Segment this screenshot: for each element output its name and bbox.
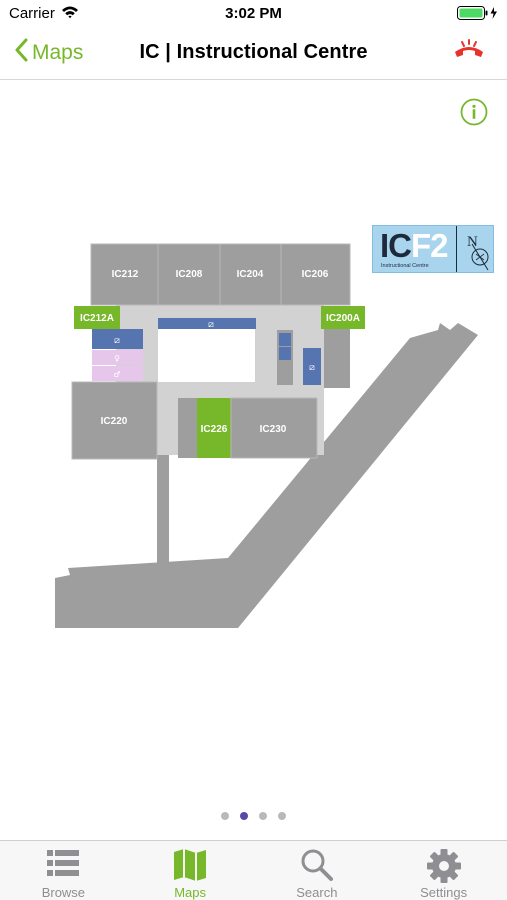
- elevator-icon: ⧄: [114, 336, 120, 346]
- carrier-label: Carrier: [9, 5, 55, 22]
- tab-search[interactable]: Search: [254, 841, 381, 900]
- tab-browse[interactable]: Browse: [0, 841, 127, 900]
- back-button[interactable]: Maps: [14, 36, 83, 70]
- wifi-icon: [61, 5, 79, 24]
- status-time: 3:02 PM: [225, 5, 282, 22]
- page-title: IC | Instructional Centre: [139, 41, 368, 63]
- gear-icon: [426, 848, 462, 889]
- room-label-ic208: IC208: [176, 269, 203, 280]
- tab-browse-label: Browse: [41, 885, 86, 900]
- east-block: [322, 328, 350, 388]
- room-ic212a[interactable]: [74, 306, 120, 329]
- floor-code: ICF2: [380, 227, 449, 264]
- room-ic212[interactable]: [90, 243, 159, 306]
- washroom-icon: ♂: [113, 370, 120, 379]
- battery-icon: [457, 6, 499, 25]
- room-ic226[interactable]: [197, 398, 231, 458]
- diagonal-wing: [55, 323, 478, 628]
- connector-wall: [157, 455, 169, 565]
- room-ic200a[interactable]: [321, 306, 365, 329]
- page-dot-3[interactable]: [259, 812, 267, 820]
- search-icon: [300, 848, 334, 887]
- elevator-icon: ⧄: [309, 363, 315, 373]
- floor-badge: ICF2 Instructional Centre N: [372, 225, 494, 273]
- room-label-ic206: IC206: [302, 269, 329, 280]
- back-button-label: Maps: [32, 41, 84, 64]
- navigation-bar: Maps IC | Instructional Centre: [0, 28, 507, 80]
- service-room-right-2[interactable]: [279, 347, 291, 360]
- tab-settings[interactable]: Settings: [380, 841, 507, 900]
- page-dot-1[interactable]: [221, 812, 229, 820]
- list-icon: [46, 848, 80, 883]
- floor-number: F2: [411, 227, 449, 264]
- room-ic208[interactable]: [157, 243, 221, 306]
- room-label-ic220: IC220: [101, 416, 128, 427]
- room-label-ic226: IC226: [201, 424, 228, 435]
- floor-map[interactable]: ⧄ ♀ ♂ ⧄ ⧄ IC212 IC208 IC204 IC206 IC212A…: [0, 82, 507, 840]
- service-room-right-3[interactable]: [303, 348, 321, 385]
- service-room-left[interactable]: [92, 329, 143, 349]
- building-name: Instructional Centre: [381, 263, 429, 269]
- info-icon: [460, 98, 488, 126]
- washroom-icon: ♀: [114, 354, 120, 363]
- room-label-ic212a: IC212A: [80, 313, 114, 324]
- room-ic226-stair[interactable]: [178, 398, 197, 458]
- room-ic204[interactable]: [219, 243, 282, 306]
- phone-icon[interactable]: [453, 39, 485, 70]
- page-dot-4[interactable]: [278, 812, 286, 820]
- tab-search-label: Search: [296, 885, 338, 900]
- service-room-right-1[interactable]: [279, 333, 291, 346]
- room-ic220[interactable]: [71, 381, 158, 460]
- room-label-ic230: IC230: [260, 424, 287, 435]
- elevator-icon: ⧄: [208, 320, 214, 330]
- chevron-left-icon: [14, 38, 32, 68]
- service-strip[interactable]: [158, 318, 256, 329]
- tab-maps-label: Maps: [174, 885, 207, 900]
- room-label-ic204: IC204: [237, 269, 264, 280]
- room-ic230[interactable]: [230, 397, 318, 459]
- compass-icon: N: [456, 226, 494, 272]
- page-control[interactable]: [0, 812, 507, 824]
- building-code: IC: [380, 227, 412, 264]
- washroom-left-2[interactable]: [92, 366, 143, 381]
- page-dot-2[interactable]: [240, 812, 248, 820]
- washroom-left-1[interactable]: [92, 350, 143, 365]
- tab-settings-label: Settings: [420, 885, 468, 900]
- atrium: [158, 328, 255, 382]
- floor-plan-svg: ⧄ ♀ ♂ ⧄ ⧄ IC212 IC208 IC204 IC206 IC212A…: [55, 243, 478, 628]
- north-letter: N: [467, 234, 478, 250]
- status-bar: Carrier 3:02 PM: [0, 0, 507, 28]
- room-label-ic212: IC212: [112, 269, 139, 280]
- tab-maps[interactable]: Maps: [127, 841, 254, 900]
- map-icon: [172, 848, 208, 887]
- info-button[interactable]: [460, 98, 488, 131]
- room-label-ic200a: IC200A: [326, 313, 360, 324]
- room-ic206[interactable]: [280, 243, 351, 306]
- tab-bar: Browse Maps Search: [0, 840, 507, 900]
